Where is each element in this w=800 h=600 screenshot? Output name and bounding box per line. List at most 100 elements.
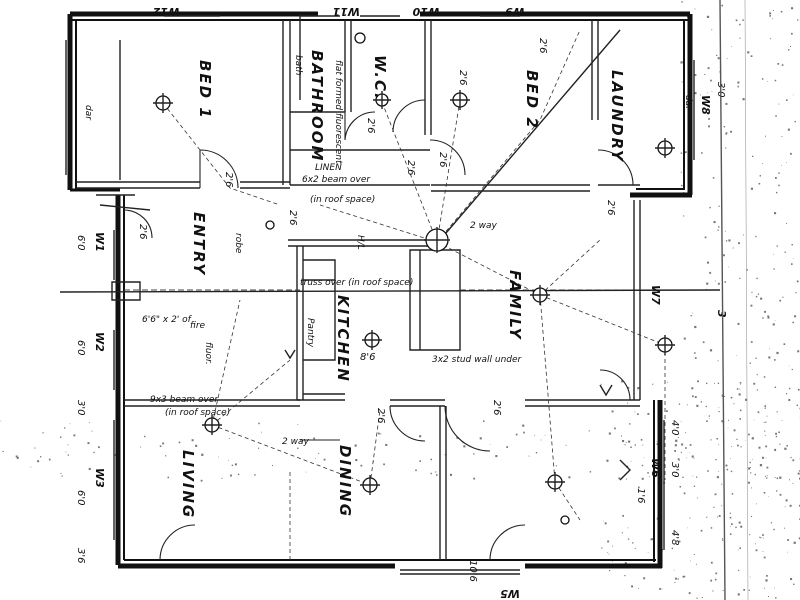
scan-speck	[762, 456, 764, 459]
light-fixtures	[153, 32, 675, 525]
door-swings	[123, 99, 634, 561]
scan-speck	[692, 312, 694, 314]
scan-speck	[627, 527, 629, 529]
scan-speck	[736, 388, 739, 390]
scan-speck	[798, 537, 800, 540]
scan-speck	[791, 7, 794, 10]
scan-speck	[430, 472, 432, 475]
scan-speck	[717, 229, 719, 231]
scan-speck	[568, 476, 571, 479]
scan-speck	[40, 456, 42, 458]
scan-speck	[769, 15, 771, 17]
scan-speck	[750, 467, 751, 468]
scan-speck	[737, 81, 740, 84]
scan-speck	[780, 10, 783, 13]
scan-speck	[16, 456, 19, 459]
scan-speck	[717, 282, 720, 285]
scan-speck	[722, 539, 724, 541]
scan-speck	[627, 538, 630, 540]
scan-speck	[701, 596, 703, 598]
scan-speck	[718, 444, 719, 446]
scan-speck	[354, 444, 357, 447]
scan-speck	[614, 427, 616, 430]
scan-speck	[762, 534, 764, 536]
windows-glazing	[65, 14, 695, 575]
scan-speck	[436, 474, 438, 476]
dimension-label: 2'6	[605, 200, 616, 215]
scan-speck	[671, 547, 674, 550]
scan-speck	[709, 418, 710, 419]
scan-speck	[323, 458, 326, 461]
scan-speck	[735, 19, 738, 22]
scan-speck	[378, 432, 380, 435]
scan-speck	[792, 94, 794, 96]
scan-speck	[588, 430, 590, 432]
scan-speck	[706, 15, 710, 18]
scan-speck	[715, 459, 717, 461]
scan-speck	[634, 444, 636, 446]
scan-speck	[762, 537, 764, 539]
scan-speck	[419, 460, 421, 462]
scan-speck	[711, 29, 713, 31]
scan-speck	[297, 424, 299, 425]
scan-speck	[784, 506, 786, 508]
scan-speck	[634, 411, 636, 413]
dimension-label: 10'6	[467, 560, 478, 582]
twoway-note-1: 2 way	[470, 221, 497, 231]
scan-speck	[718, 205, 720, 207]
scan-speck	[774, 477, 776, 478]
scan-speck	[630, 460, 632, 462]
scan-speck	[773, 528, 775, 531]
scan-speck	[733, 429, 736, 432]
scan-speck	[678, 540, 681, 543]
scan-speck	[682, 476, 684, 478]
scan-speck	[790, 152, 792, 155]
scan-speck	[751, 437, 754, 440]
scan-speck	[692, 395, 694, 398]
scan-speck	[675, 439, 678, 442]
scan-speck	[711, 91, 713, 92]
scan-speck	[783, 527, 785, 529]
room-label-family: FAMILY	[506, 270, 524, 341]
scan-speck	[360, 464, 363, 467]
scan-speck	[607, 552, 609, 553]
dimension-label: 2'6	[437, 152, 448, 167]
pe-note: 6'6" x 2' of	[142, 315, 193, 325]
scan-speck	[774, 212, 777, 215]
scan-speck	[718, 407, 720, 409]
scan-speck	[755, 357, 757, 359]
dimension-label: 6'0	[75, 340, 86, 355]
scan-speck	[620, 435, 622, 437]
window-label-w11: W11	[333, 5, 360, 18]
scan-speck	[768, 356, 771, 359]
scan-speck	[751, 515, 753, 517]
ceiling-light-icon	[362, 330, 382, 350]
scan-speck	[786, 393, 788, 395]
scan-speck	[753, 382, 756, 385]
scan-speck	[674, 444, 677, 447]
scan-speck	[728, 419, 729, 421]
scan-speck	[769, 38, 771, 40]
scan-speck	[612, 561, 613, 562]
scan-speck	[237, 473, 240, 476]
scan-speck	[48, 458, 51, 461]
scan-speck	[603, 520, 604, 522]
scan-speck	[555, 465, 557, 467]
scan-speck	[707, 261, 709, 264]
scan-speck	[714, 578, 717, 581]
scan-speck	[762, 551, 764, 552]
scan-speck	[681, 1, 683, 3]
ceiling-light-icon	[202, 415, 222, 435]
scan-speck	[768, 496, 769, 497]
scan-speck	[483, 420, 485, 422]
beam2-note: 9x3 beam over	[150, 395, 219, 405]
scan-speck	[735, 526, 737, 529]
ceiling-light-icon	[424, 227, 450, 253]
scan-speck	[792, 482, 794, 484]
scan-speck	[726, 58, 728, 59]
scan-speck	[775, 435, 778, 438]
scan-speck	[674, 450, 676, 452]
fluor-note: fluor.	[203, 342, 213, 365]
scan-speck	[718, 471, 719, 472]
truss-note: truss over (in roof space)	[300, 278, 413, 288]
